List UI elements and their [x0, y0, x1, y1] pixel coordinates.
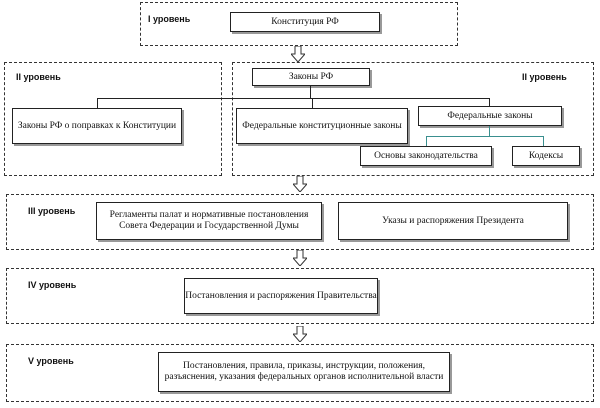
level-5-label: V уровень	[28, 356, 74, 366]
level-4-label: IV уровень	[28, 280, 77, 290]
connector	[312, 98, 313, 108]
level-5-frame	[6, 344, 594, 402]
connector	[97, 98, 98, 108]
level-2-label-right: II уровень	[522, 72, 567, 82]
connector	[489, 126, 490, 136]
constitution-box: Конституция РФ	[230, 12, 380, 32]
connector	[426, 136, 427, 146]
ukazy-box: Указы и распоряжения Президента	[338, 202, 568, 240]
connector	[310, 86, 311, 98]
level-1-label: I уровень	[148, 14, 191, 24]
fz-box: Федеральные законы	[418, 106, 562, 126]
fkz-box: Федеральные конституционные законы	[236, 108, 408, 144]
connector	[426, 136, 544, 137]
level-2-left-frame	[4, 62, 222, 176]
kodeksy-box: Кодексы	[512, 146, 580, 166]
reglamenty-box: Регламенты палат и нормативные постановл…	[96, 202, 322, 240]
osnovy-box: Основы законодательства	[360, 146, 492, 166]
level-3-label: III уровень	[28, 206, 76, 216]
arrow-down-icon	[293, 326, 307, 342]
ministries-box: Постановления, правила, приказы, инструк…	[158, 352, 450, 392]
level-4-frame	[6, 268, 594, 324]
amendments-box: Законы РФ о поправках к Конституции	[12, 108, 182, 144]
connector	[489, 98, 490, 106]
arrow-down-icon	[293, 176, 307, 192]
arrow-down-icon	[293, 250, 307, 266]
connector	[543, 136, 544, 146]
connector	[97, 98, 490, 99]
level-2-right-frame	[232, 62, 594, 176]
level-2-label-left: II уровень	[16, 72, 61, 82]
arrow-down-icon	[291, 46, 305, 62]
government-box: Постановления и распоряжения Правительст…	[184, 278, 378, 314]
laws-rf-box: Законы РФ	[252, 68, 370, 86]
